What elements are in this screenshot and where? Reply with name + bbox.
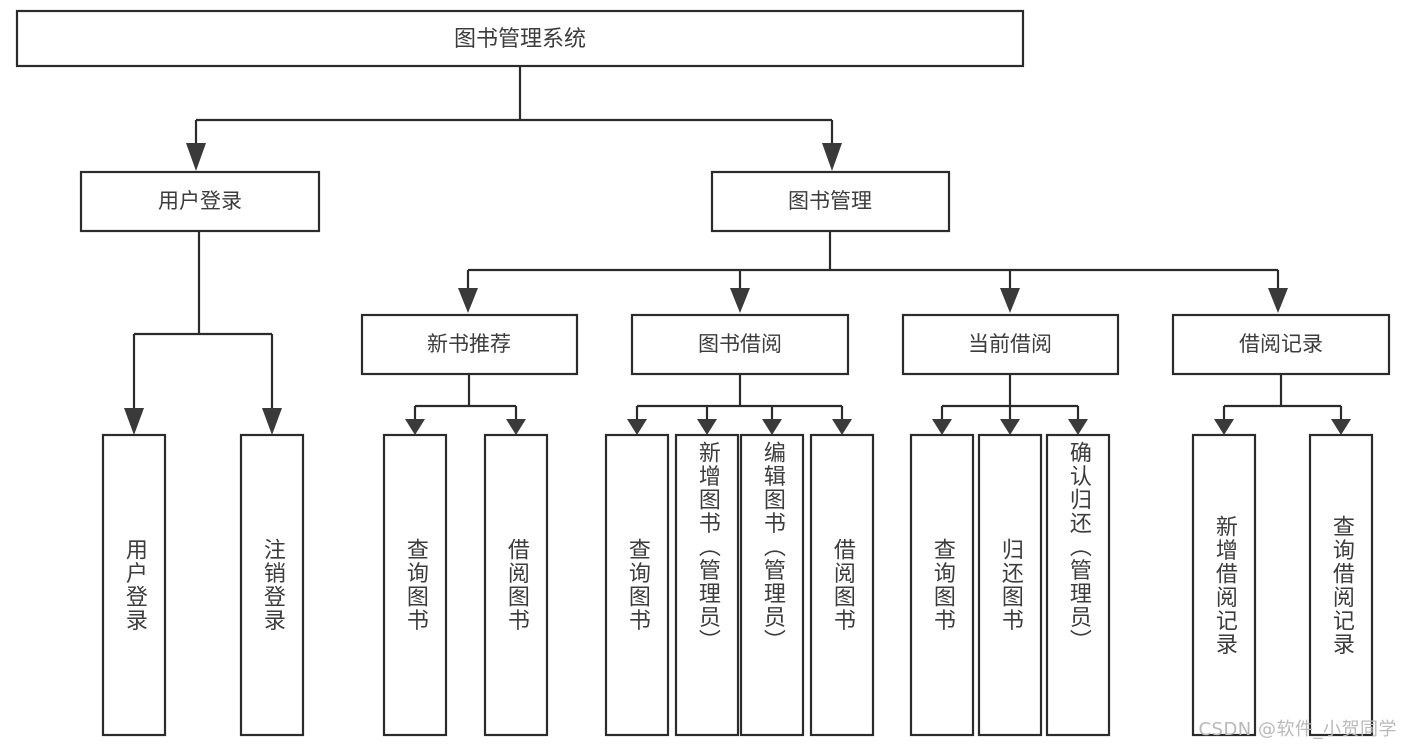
node-user-login[interactable]: 用户登录 [79, 170, 321, 233]
leaf-box-user-login[interactable] [101, 433, 167, 737]
arrowhead-leaf-user-login [124, 408, 144, 435]
leaf-box-nb-borrow-book[interactable] [483, 433, 549, 737]
node-current-borrow[interactable]: 当前借阅 [901, 313, 1120, 376]
leaf-box-br-query-record[interactable] [1308, 433, 1374, 737]
node-root-label: 图书管理系统 [454, 27, 586, 52]
arrowhead-new-book [458, 288, 478, 313]
leaf-box-cb-query-book[interactable] [909, 433, 975, 737]
node-borrow-record[interactable]: 借阅记录 [1171, 313, 1391, 376]
watermark-text: CSDN @软件_小贺同学 [1198, 719, 1397, 740]
leaf-box-bb-borrow-book[interactable] [809, 433, 875, 737]
arrowhead-bb-leaf2 [697, 419, 717, 435]
arrowhead-bb-leaf3 [762, 419, 782, 435]
leaf-box-bb-add-book[interactable] [674, 433, 740, 737]
node-borrow-record-label: 借阅记录 [1239, 332, 1323, 356]
leaf-boxes-group [101, 433, 1374, 737]
node-root[interactable]: 图书管理系统 [15, 9, 1025, 68]
node-book-borrow[interactable]: 图书借阅 [630, 313, 850, 376]
leaf-box-bb-edit-book[interactable] [739, 433, 805, 737]
arrowhead-br-leaf1 [1214, 419, 1234, 435]
arrowhead-nb-leaf2 [506, 419, 526, 435]
node-user-login-box[interactable] [79, 170, 321, 233]
arrowhead-user-login [186, 143, 206, 171]
arrowhead-leaf-logout [262, 408, 282, 435]
arrowhead-book-borrow [730, 288, 750, 313]
leaf-box-logout[interactable] [239, 433, 305, 737]
arrowhead-cb-leaf3 [1068, 419, 1088, 435]
node-user-login-label: 用户登录 [158, 189, 242, 213]
leaf-box-nb-query-book[interactable] [382, 433, 448, 737]
arrowhead-cb-leaf1 [932, 419, 952, 435]
arrowhead-bb-leaf1 [627, 419, 647, 435]
node-root-box[interactable] [15, 9, 1025, 68]
arrowhead-nb-leaf1 [405, 419, 425, 435]
node-book-management-label: 图书管理 [788, 189, 872, 213]
node-book-borrow-box[interactable] [630, 313, 850, 376]
leaf-box-br-add-record[interactable] [1191, 433, 1257, 737]
leaf-box-cb-confirm-return[interactable] [1045, 433, 1111, 737]
arrowhead-br-leaf2 [1331, 419, 1351, 435]
node-borrow-record-box[interactable] [1171, 313, 1391, 376]
leaf-box-bb-query-book[interactable] [604, 433, 670, 737]
arrowhead-cb-leaf2 [1000, 419, 1020, 435]
connector-group [132, 66, 1343, 419]
node-book-management-box[interactable] [710, 170, 951, 233]
node-current-borrow-box[interactable] [901, 313, 1120, 376]
arrowhead-bb-leaf4 [832, 419, 852, 435]
node-new-book-recommend[interactable]: 新书推荐 [360, 313, 579, 376]
arrowhead-current-borrow [1000, 288, 1020, 313]
leaf-box-cb-return-book[interactable] [977, 433, 1043, 737]
arrowhead-book-mgmt [822, 143, 842, 171]
arrowhead-group [124, 143, 1351, 435]
node-book-management[interactable]: 图书管理 [710, 170, 951, 233]
node-new-book-recommend-box[interactable] [360, 313, 579, 376]
node-current-borrow-label: 当前借阅 [968, 332, 1052, 356]
arrowhead-borrow-record [1268, 288, 1288, 313]
node-new-book-recommend-label: 新书推荐 [427, 332, 511, 356]
node-book-borrow-label: 图书借阅 [698, 332, 782, 356]
